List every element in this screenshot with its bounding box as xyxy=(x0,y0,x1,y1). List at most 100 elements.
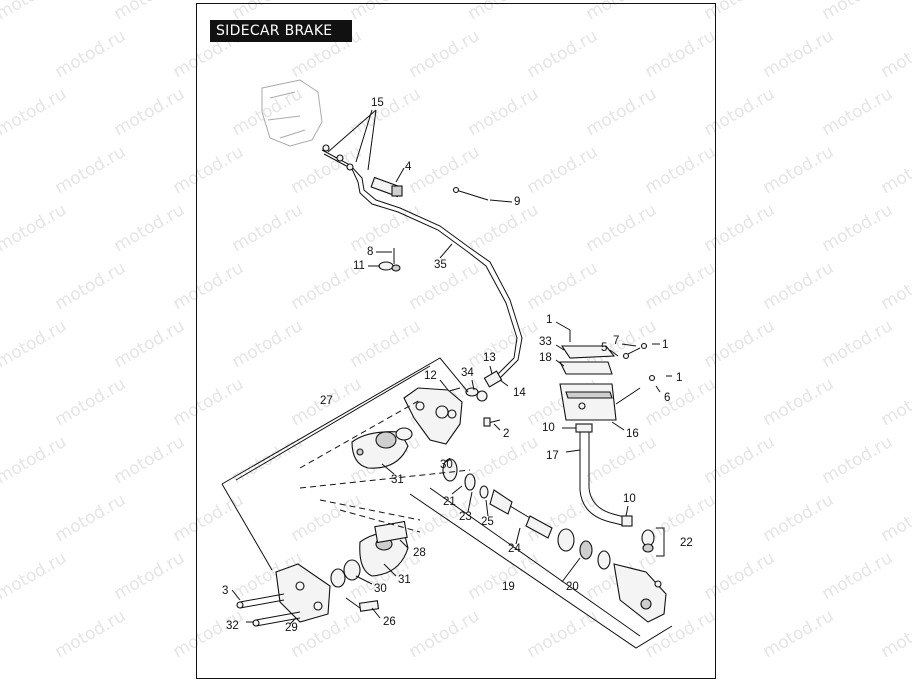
callout-2: 2 xyxy=(503,428,509,440)
watermark-text: motod.ru xyxy=(0,0,70,24)
callout-10-top: 10 xyxy=(542,422,555,434)
watermark-text: motod.ru xyxy=(819,84,897,140)
watermark-text: motod.ru xyxy=(878,258,912,314)
caliper-bracket-upper xyxy=(403,387,463,445)
watermark-text: motod.ru xyxy=(111,200,189,256)
diagram-title: SIDECAR BRAKE xyxy=(216,23,333,39)
watermark-text: motod.ru xyxy=(819,316,897,372)
watermark-text: motod.ru xyxy=(0,432,70,488)
caliper-half-28-lower xyxy=(359,520,409,577)
callout-15: 15 xyxy=(371,97,384,109)
watermark-text: motod.ru xyxy=(878,490,912,546)
group-outline-22 xyxy=(656,527,665,557)
watermark-text: motod.ru xyxy=(0,316,70,372)
callout-22: 22 xyxy=(680,537,693,549)
watermark-text: motod.ru xyxy=(52,142,130,198)
piston-30-lower xyxy=(330,559,361,588)
callout-23: 23 xyxy=(459,511,472,523)
diagram-frame xyxy=(196,3,716,679)
watermark-text: motod.ru xyxy=(111,548,189,604)
group-outline-19 xyxy=(409,487,673,649)
callout-13: 13 xyxy=(483,352,496,364)
callout-labels: 15 4 9 8 11 35 1 33 18 5 7 1 1 6 16 10 1… xyxy=(222,97,693,634)
master-cylinder-body-20 xyxy=(525,515,667,623)
watermark-text: motod.ru xyxy=(760,258,838,314)
callout-8: 8 xyxy=(367,246,373,258)
watermark-text: motod.ru xyxy=(0,548,70,604)
callout-5: 5 xyxy=(601,342,607,354)
callout-9: 9 xyxy=(514,196,520,208)
callout-25: 25 xyxy=(481,516,494,528)
title-bar: SIDECAR BRAKE xyxy=(210,20,352,42)
watermark-text: motod.ru xyxy=(760,606,838,662)
watermark-text: motod.ru xyxy=(111,84,189,140)
callout-16: 16 xyxy=(626,428,639,440)
caliper-half-31-upper xyxy=(351,427,413,469)
watermark-text: motod.ru xyxy=(111,432,189,488)
callout-6: 6 xyxy=(664,392,670,404)
watermark-text: motod.ru xyxy=(52,374,130,430)
callout-34: 34 xyxy=(461,367,474,379)
watermark-text: motod.ru xyxy=(878,26,912,82)
callout-31-upper: 31 xyxy=(391,474,404,486)
brake-line-35 xyxy=(321,149,523,379)
ghost-caliper-outline xyxy=(261,79,323,147)
watermark-text: motod.ru xyxy=(819,548,897,604)
hose-fitting-4 xyxy=(322,144,403,198)
watermark-text: motod.ru xyxy=(52,258,130,314)
callout-10-bottom: 10 xyxy=(623,493,636,505)
callout-3: 3 xyxy=(222,585,228,597)
watermark-text: motod.ru xyxy=(819,0,897,24)
callout-24: 24 xyxy=(508,543,521,555)
callout-1-lower: 1 xyxy=(676,372,682,384)
callout-14: 14 xyxy=(513,387,526,399)
callout-29: 29 xyxy=(285,622,298,634)
callout-35: 35 xyxy=(434,259,447,271)
callout-4: 4 xyxy=(405,161,412,173)
watermark-text: motod.ru xyxy=(878,374,912,430)
piston-seal-set xyxy=(442,458,531,519)
callout-20: 20 xyxy=(566,581,579,593)
callout-12: 12 xyxy=(424,370,437,382)
callout-17: 17 xyxy=(546,450,559,462)
watermark-text: motod.ru xyxy=(0,84,70,140)
callout-19: 19 xyxy=(502,581,515,593)
watermark-text: motod.ru xyxy=(52,606,130,662)
watermark-text: motod.ru xyxy=(819,200,897,256)
watermark-text: motod.ru xyxy=(760,374,838,430)
watermark-text: motod.ru xyxy=(760,26,838,82)
reservoir-hose-17 xyxy=(575,423,655,553)
callout-33: 33 xyxy=(539,336,552,348)
reservoir-assembly xyxy=(559,330,656,421)
watermark-text: motod.ru xyxy=(878,606,912,662)
callout-30-upper: 30 xyxy=(440,459,453,471)
callout-21: 21 xyxy=(443,496,456,508)
callout-7: 7 xyxy=(613,335,619,347)
watermark-text: motod.ru xyxy=(878,142,912,198)
group-outline-27 xyxy=(221,357,471,571)
screw-8-clip-11 xyxy=(378,248,401,272)
callout-27: 27 xyxy=(320,395,333,407)
bolt-9 xyxy=(452,186,489,201)
watermark-text: motod.ru xyxy=(760,142,838,198)
callout-1-right: 1 xyxy=(662,339,668,351)
pushrod-26 xyxy=(345,597,380,612)
callout-26: 26 xyxy=(383,616,396,628)
watermark-text: motod.ru xyxy=(819,432,897,488)
fittings-13-34-12-2 xyxy=(445,370,503,427)
callout-31-lower: 31 xyxy=(398,574,411,586)
watermark-text: motod.ru xyxy=(760,490,838,546)
watermark-text: motod.ru xyxy=(111,316,189,372)
watermark-text: motod.ru xyxy=(52,26,130,82)
callout-32: 32 xyxy=(226,620,239,632)
callout-18: 18 xyxy=(539,352,552,364)
callout-1-top: 1 xyxy=(546,314,552,326)
watermark-text: motod.ru xyxy=(0,200,70,256)
watermark-text: motod.ru xyxy=(52,490,130,546)
callout-28: 28 xyxy=(413,547,426,559)
callout-30-lower: 30 xyxy=(374,583,387,595)
leader-lines xyxy=(231,109,672,625)
caliper-bracket-lower xyxy=(236,563,331,627)
